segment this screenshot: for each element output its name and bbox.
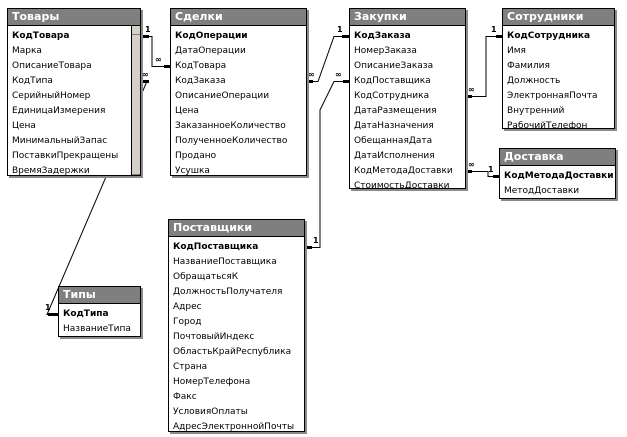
table-field[interactable]: Имя <box>507 46 526 56</box>
table-title[interactable]: Сотрудники <box>503 9 614 26</box>
relationship-many-label: ∞ <box>468 159 475 169</box>
relationship-many-label: ∞ <box>155 54 162 64</box>
table-field[interactable]: Продано <box>175 151 217 161</box>
relationship-many-label: ∞ <box>308 69 315 79</box>
table-field[interactable]: НомерЗаказа <box>354 46 417 56</box>
table-field[interactable]: Страна <box>173 362 208 372</box>
table-field[interactable]: КодПоставщика <box>354 76 431 86</box>
table-field[interactable]: ПоставкиПрекращены <box>12 151 119 161</box>
relationship-one-label: 1 <box>491 24 497 34</box>
relationship-line-sotrudniki-zakupki[interactable] <box>472 36 496 97</box>
relationship-line-dostavka-zakupki[interactable] <box>472 171 493 177</box>
primary-key-field[interactable]: КодТовара <box>12 31 70 41</box>
table-field[interactable]: УсловияОплаты <box>173 407 248 417</box>
table-field[interactable]: КодТипа <box>12 76 53 86</box>
table-title[interactable]: Доставка <box>500 149 615 166</box>
primary-key-field[interactable]: КодСотрудника <box>507 31 591 41</box>
table-field[interactable]: Должность <box>507 76 561 86</box>
table-field[interactable]: Факс <box>173 392 197 402</box>
table-field[interactable]: ЭлектроннаяПочта <box>507 91 598 101</box>
table-field[interactable]: Усушка <box>175 166 210 175</box>
relationship-line-zakupki-sdelki[interactable] <box>313 36 342 82</box>
table-field[interactable]: КодТовара <box>175 61 227 71</box>
table-field[interactable]: ОписаниеЗаказа <box>354 61 434 71</box>
table-field[interactable]: НазваниеПоставщика <box>173 257 277 267</box>
table-field[interactable]: СтоимостьДоставки <box>354 181 450 188</box>
table-field[interactable]: Цена <box>175 106 199 116</box>
relationship-one-label: 1 <box>337 24 343 34</box>
table-field[interactable]: СерийныйНомер <box>12 91 91 101</box>
primary-key-field[interactable]: КодТипа <box>63 309 109 319</box>
table-title[interactable]: Поставщики <box>169 220 304 237</box>
table-field[interactable]: ОбластьКрайРеспублика <box>173 347 292 357</box>
table-field[interactable]: ДатаНазначения <box>354 121 434 131</box>
table-field[interactable]: КодМетодаДоставки <box>354 166 453 176</box>
primary-key-field[interactable]: КодПоставщика <box>173 242 259 252</box>
table-field[interactable]: МетодДоставки <box>504 186 580 196</box>
table-field[interactable]: Адрес <box>173 302 202 312</box>
table-field[interactable]: МинимальныйЗапас <box>12 136 108 146</box>
table-field[interactable]: ЗаказанноеКоличество <box>175 121 286 131</box>
table-field[interactable]: ОписаниеТовара <box>12 61 92 71</box>
scroll-up-arrow[interactable] <box>132 26 140 35</box>
relationship-line-postavshchiki-zakupki[interactable] <box>312 81 343 248</box>
table-field[interactable]: Город <box>173 317 202 327</box>
table-title[interactable]: Закупки <box>350 9 465 26</box>
relationship-one-label: 1 <box>45 302 51 312</box>
table-field[interactable]: ДатаИсполнения <box>354 151 435 161</box>
relationship-many-label: ∞ <box>468 84 475 94</box>
table-field[interactable]: ВремяЗадержки <box>12 166 90 175</box>
table-field[interactable]: Внутренний <box>507 106 565 116</box>
table-title[interactable]: Товары <box>8 9 140 26</box>
table-field[interactable]: ДатаРазмещения <box>354 106 437 116</box>
table-field[interactable]: ДатаОперации <box>175 46 246 56</box>
relationship-many-label: ∞ <box>142 69 149 79</box>
relationship-one-label: 1 <box>488 164 494 174</box>
table-field[interactable]: НазваниеТипа <box>63 324 131 334</box>
table-field[interactable]: НомерТелефона <box>173 377 251 387</box>
relationship-one-label: 1 <box>145 24 151 34</box>
relationship-many-label: ∞ <box>335 69 342 79</box>
relationship-one-label: 1 <box>313 235 319 245</box>
table-title[interactable]: Типы <box>59 287 140 304</box>
table-field[interactable]: ОписаниеОперации <box>175 91 270 101</box>
scroll-down-arrow[interactable] <box>132 166 140 175</box>
table-field[interactable]: КодЗаказа <box>175 76 226 86</box>
table-field[interactable]: КодСотрудника <box>354 91 430 101</box>
table-field[interactable]: ДолжностьПолучателя <box>173 287 283 297</box>
table-field[interactable]: ПолученноеКоличество <box>175 136 288 146</box>
relationship-line-tovary-sdelki[interactable] <box>149 36 164 67</box>
table-field[interactable]: Фамилия <box>507 61 550 71</box>
table-title[interactable]: Сделки <box>171 9 306 26</box>
table-field[interactable]: ЕдиницаИзмерения <box>12 106 106 116</box>
table-field[interactable]: Марка <box>12 46 42 56</box>
table-field[interactable]: АдресЭлектроннойПочты <box>173 422 295 431</box>
table-field[interactable]: ПочтовыйИндекс <box>173 332 255 342</box>
primary-key-field[interactable]: КодМетодаДоставки <box>504 171 614 181</box>
table-field[interactable]: ОбращатьсяК <box>173 272 239 282</box>
table-field[interactable]: РабочийТелефон <box>507 121 588 128</box>
table-field[interactable]: ОбещаннаяДата <box>354 136 433 146</box>
primary-key-field[interactable]: КодЗаказа <box>354 31 411 41</box>
primary-key-field[interactable]: КодОперации <box>175 31 248 41</box>
field-list-scrollbar[interactable] <box>131 26 140 175</box>
table-field[interactable]: Цена <box>12 121 36 131</box>
